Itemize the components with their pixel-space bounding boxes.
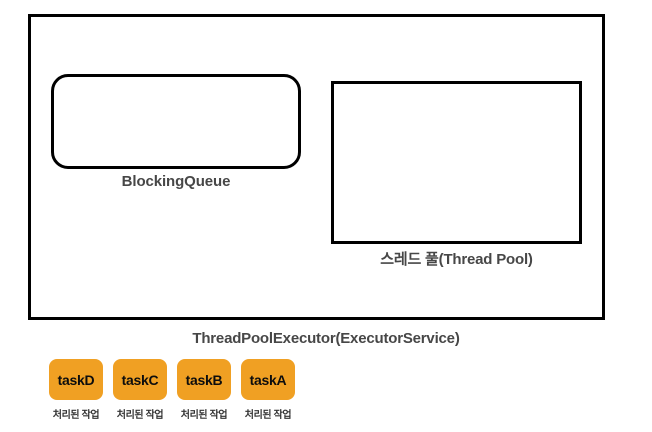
task-chip-taskd: taskD — [49, 359, 103, 400]
blocking-queue-box — [51, 74, 301, 169]
task-item: taskA 처리된 작업 — [240, 359, 296, 421]
processed-task-row: taskD 처리된 작업 taskC 처리된 작업 taskB 처리된 작업 t… — [48, 359, 296, 421]
task-caption-taskb: 처리된 작업 — [180, 410, 228, 421]
task-caption-taskc: 처리된 작업 — [116, 410, 164, 421]
thread-pool-box — [331, 81, 582, 244]
task-chip-taska: taskA — [241, 359, 295, 400]
thread-pool-label: 스레드 풀(Thread Pool) — [380, 251, 533, 268]
blocking-queue-label: BlockingQueue — [121, 173, 231, 190]
task-caption-taska: 처리된 작업 — [244, 410, 292, 421]
task-item: taskC 처리된 작업 — [112, 359, 168, 421]
task-chip-taskb: taskB — [177, 359, 231, 400]
task-item: taskB 처리된 작업 — [176, 359, 232, 421]
task-chip-taskc: taskC — [113, 359, 167, 400]
task-item: taskD 처리된 작업 — [48, 359, 104, 421]
task-caption-taskd: 처리된 작업 — [52, 410, 100, 421]
executor-caption: ThreadPoolExecutor(ExecutorService) — [192, 330, 460, 347]
